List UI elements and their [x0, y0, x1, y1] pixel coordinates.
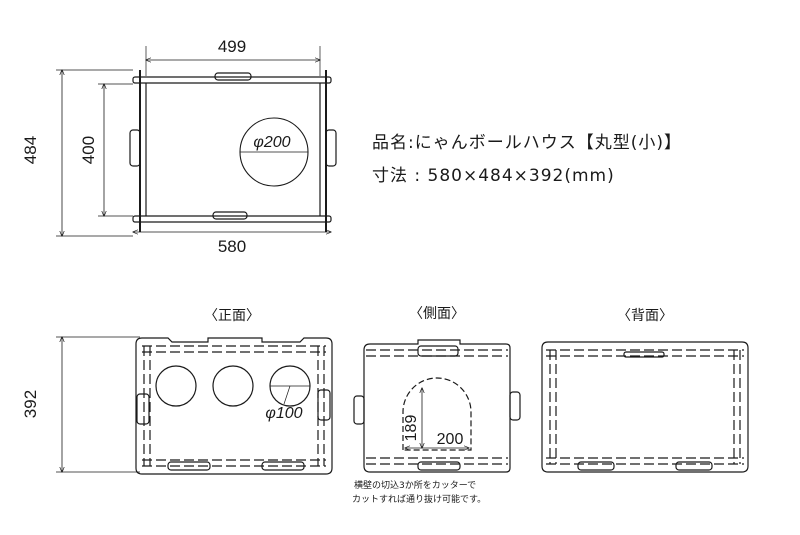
left-handle [353, 395, 365, 425]
front-hole [155, 365, 197, 407]
front-panel-outline [135, 337, 333, 475]
bottom-slot [167, 461, 211, 471]
front-view-label: 〈正面〉 [204, 308, 260, 324]
dim-left-inner-label: 400 [79, 136, 98, 164]
bottom-rail [132, 215, 332, 223]
right-handle [325, 129, 337, 167]
bottom-slot [261, 461, 305, 471]
front-height-label: 392 [21, 390, 40, 418]
leader-line [283, 385, 291, 405]
top-rail [132, 76, 332, 84]
door-width-label: 200 [437, 431, 464, 448]
dim-top-label: 499 [218, 37, 246, 56]
top-slot [623, 351, 665, 358]
hole-label: φ200 [253, 134, 290, 151]
product-name: 品名:にゃんボールハウス【丸型(小)】 [372, 133, 682, 153]
front-view [56, 337, 333, 475]
top-view [56, 46, 337, 236]
bottom-handle-slot [212, 211, 248, 220]
front-hole [212, 365, 254, 407]
dim-bottom-label: 580 [218, 237, 246, 256]
back-panel-outline [541, 341, 749, 473]
side-view-label: 〈側面〉 [409, 306, 465, 322]
right-handle [509, 391, 521, 421]
bottom-slot [577, 461, 615, 471]
side-view [353, 339, 521, 473]
bottom-slot [417, 461, 461, 471]
side-note-line2: カットすれば通り抜け可能です。 [352, 493, 486, 505]
dim-left-outer-label: 484 [21, 136, 40, 164]
door-cutout [402, 377, 472, 451]
top-handle-slot [417, 345, 459, 357]
side-panel-outline [363, 339, 511, 473]
door-height-label: 189 [403, 415, 420, 442]
back-view [541, 341, 749, 473]
front-hole-label: φ100 [265, 405, 302, 422]
right-handle [317, 389, 331, 421]
left-handle [129, 129, 141, 167]
product-dimensions: 寸法 : 580×484×392(mm) [372, 166, 615, 186]
left-handle [136, 393, 150, 425]
top-handle-slot [214, 72, 252, 81]
bottom-slot [675, 461, 713, 471]
back-view-label: 〈背面〉 [617, 308, 673, 324]
side-note-line1: 横壁の切込3か所をカッターで [354, 479, 476, 491]
